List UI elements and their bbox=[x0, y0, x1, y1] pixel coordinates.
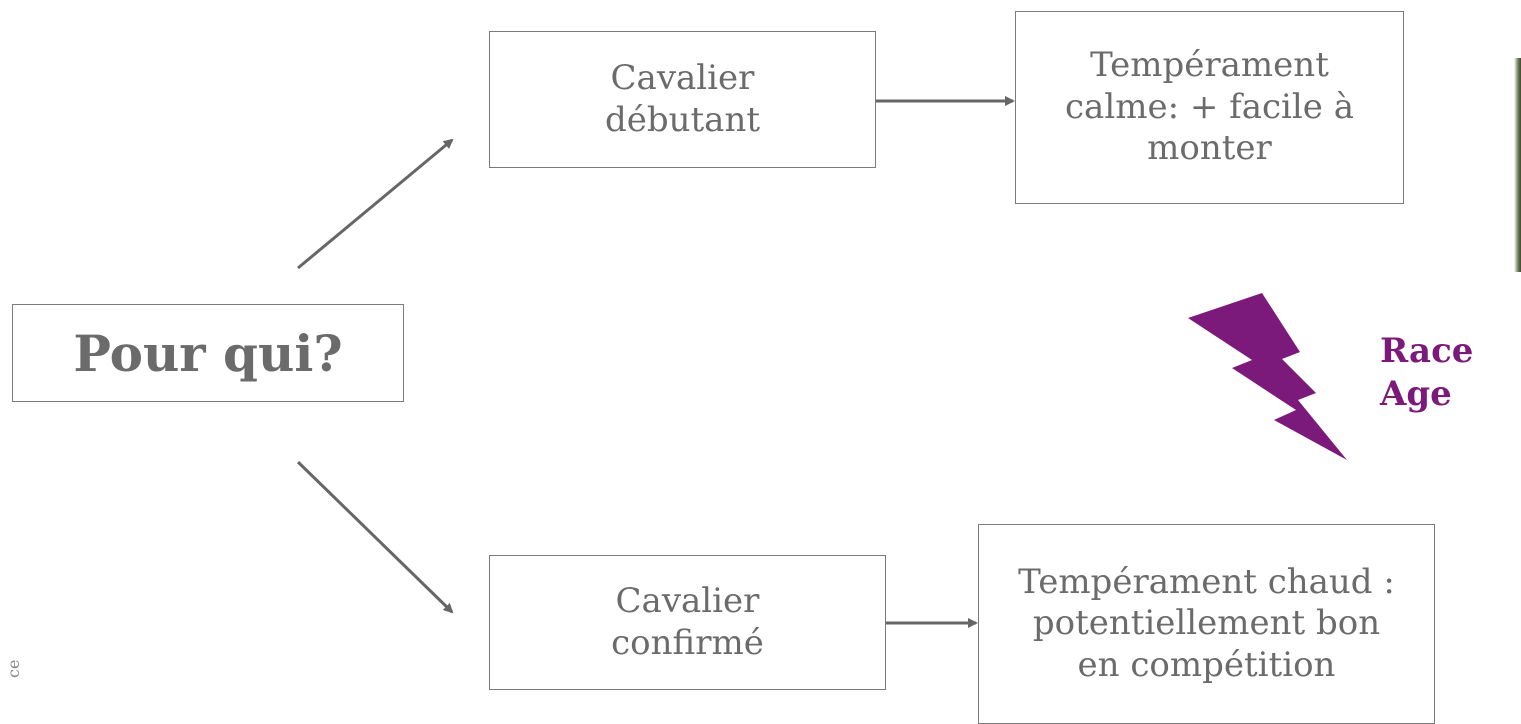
root-question-box: Pour qui? bbox=[12, 304, 404, 402]
calm-temperament-box: Tempérament calme: + facile à monter bbox=[1015, 11, 1404, 204]
beginner-rider-label: Cavalier débutant bbox=[604, 58, 761, 140]
hot-temperament-label: Tempérament chaud : potentiellement bon … bbox=[1018, 561, 1395, 685]
arrow-root-to-confirmed bbox=[296, 460, 454, 614]
cropped-image-edge bbox=[1514, 58, 1521, 272]
calm-temperament-label: Tempérament calme: + facile à monter bbox=[1065, 45, 1354, 169]
side-text-fragment: ce bbox=[4, 659, 23, 678]
lightning-bolt-icon bbox=[1188, 293, 1347, 460]
confirmed-rider-label: Cavalier confirmé bbox=[611, 581, 764, 663]
hot-temperament-box: Tempérament chaud : potentiellement bon … bbox=[978, 524, 1435, 724]
factors-label: Race Age bbox=[1380, 330, 1521, 415]
root-question: Pour qui? bbox=[73, 323, 343, 383]
arrow-root-to-beginner bbox=[297, 138, 454, 270]
beginner-rider-box: Cavalier débutant bbox=[489, 31, 876, 168]
factor-race: Race bbox=[1380, 331, 1474, 371]
confirmed-rider-box: Cavalier confirmé bbox=[489, 555, 886, 690]
factor-age: Age bbox=[1380, 373, 1452, 414]
